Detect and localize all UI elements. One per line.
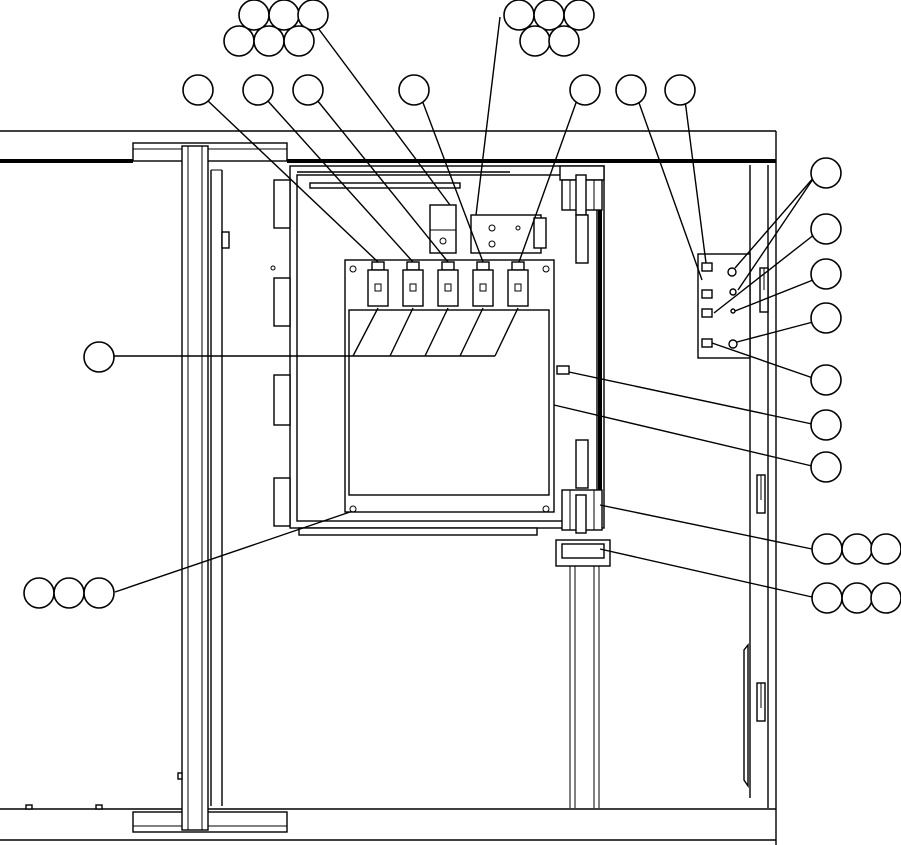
leader-lines [114, 16, 816, 598]
callout-group-top-middle [503, 0, 595, 57]
indicator-switch [556, 365, 570, 375]
breaker-3 [437, 261, 459, 307]
right-wall [743, 267, 769, 789]
wire-bundle [352, 307, 519, 357]
callout-row-singles [182, 74, 696, 106]
breaker-2 [402, 261, 424, 307]
top-components [429, 204, 547, 254]
callout-balloons [23, 0, 901, 614]
breaker-row [367, 261, 529, 307]
callout-group-left-bottom [23, 577, 115, 609]
breaker-4 [472, 261, 494, 307]
latch-top [559, 165, 605, 264]
callout-group-top-left [223, 0, 329, 57]
callout-group-right-bottom-1 [811, 533, 901, 565]
latch-bottom [555, 439, 611, 808]
breaker-5 [507, 261, 529, 307]
callout-right-column [810, 157, 842, 483]
callout-group-right-bottom-2 [811, 582, 901, 614]
callout-left-middle [83, 341, 115, 373]
